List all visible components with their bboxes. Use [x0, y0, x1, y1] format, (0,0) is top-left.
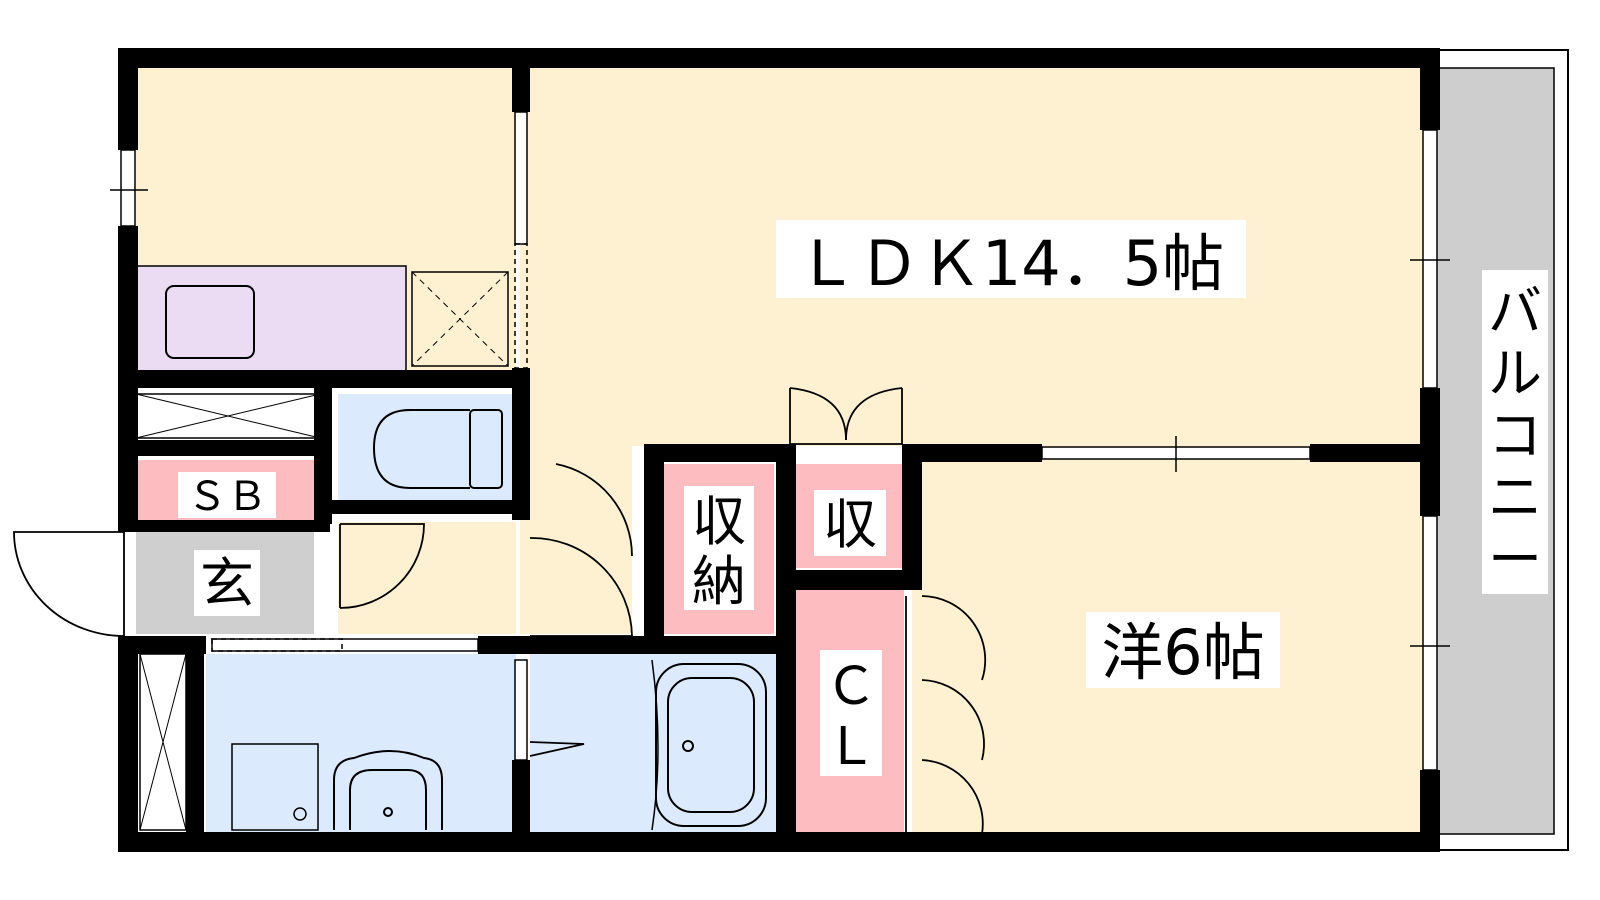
closet-char-1: Ｌ	[825, 717, 877, 777]
shelf-strip	[135, 393, 321, 439]
hall-lower	[520, 446, 632, 634]
drain-icon	[293, 807, 307, 821]
kitchen-counter	[135, 265, 407, 373]
balcony-char-2: コ	[1488, 404, 1542, 467]
balcony-char-4: ー	[1488, 528, 1542, 591]
door-swings	[13, 387, 987, 835]
toilet-icon	[372, 409, 503, 489]
sliding-doors	[211, 243, 528, 652]
entrance-label: 玄	[194, 550, 260, 616]
sink	[165, 285, 255, 359]
closet-char-0: Ｃ	[825, 657, 877, 717]
storage-large-char-1: 納	[692, 550, 746, 613]
storage-small-label: 収	[814, 490, 886, 556]
walls	[118, 48, 1440, 852]
hall-area	[338, 522, 516, 634]
ldk-label: ＬＤＫ14．5帖	[776, 220, 1246, 300]
bathtub-icon	[655, 663, 767, 827]
balcony-char-0: バ	[1488, 280, 1542, 343]
fridge-space	[411, 271, 509, 367]
windows	[110, 111, 1450, 771]
entrance-label-text: 玄	[200, 552, 254, 615]
sb-label: ＳＢ	[178, 472, 276, 520]
washbasin-icon	[333, 750, 443, 830]
bath-divider	[651, 659, 659, 831]
sb-label-text: ＳＢ	[187, 474, 267, 520]
balcony-label: バ ル コ ニ ー	[1482, 270, 1548, 594]
shoe-storage	[139, 653, 187, 831]
storage-large-char-0: 収	[692, 490, 746, 553]
western-room-label-text: 洋6帖	[1101, 616, 1264, 689]
balcony-char-1: ル	[1488, 342, 1542, 405]
western-room-label: 洋6帖	[1086, 612, 1280, 689]
washing-machine-space	[231, 743, 319, 831]
toilet-room	[338, 394, 516, 504]
storage-large-label: 収 納	[684, 486, 754, 613]
balcony-char-3: ニ	[1488, 466, 1542, 529]
storage-small-label-text: 収	[823, 493, 877, 556]
ldk-label-text: ＬＤＫ14．5帖	[796, 227, 1224, 300]
closet-label: Ｃ Ｌ	[820, 650, 882, 777]
